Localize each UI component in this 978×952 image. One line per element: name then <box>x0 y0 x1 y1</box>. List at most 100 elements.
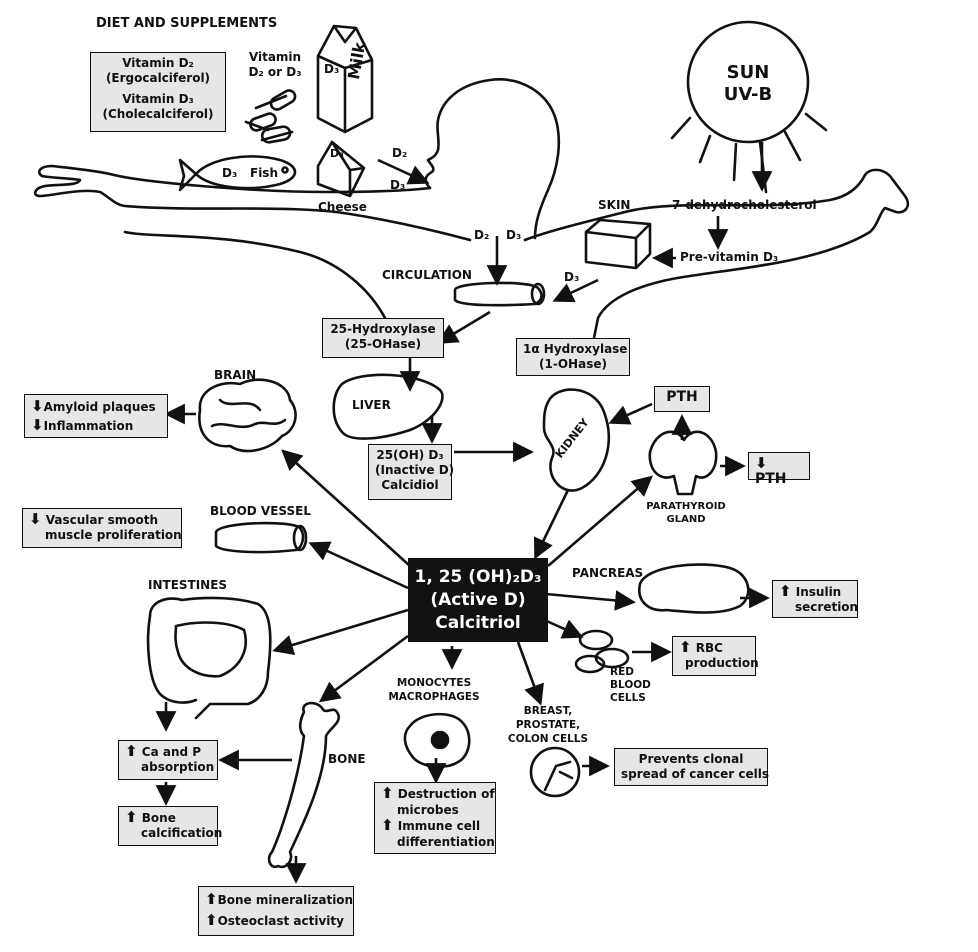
parathyroid-label: PARATHYROID GLAND <box>646 501 726 525</box>
muscle-proliferation-label: muscle proliferation <box>45 528 182 542</box>
down-arrow-icon: ⬇ <box>755 454 768 472</box>
calcification-box: ⬆ Bone calcification <box>118 806 222 846</box>
circulation-vessel-icon <box>453 281 543 307</box>
immune-cell-label: Immune cell <box>397 819 481 833</box>
fish-label: Fish <box>250 166 278 180</box>
fish-icon <box>178 155 297 192</box>
production-label: production <box>685 656 759 670</box>
hydroxylase-1-label: 1α Hydroxylase <box>523 342 628 356</box>
up-arrow-icon: ⬆ <box>205 890 218 908</box>
microbes-label: microbes <box>397 802 459 817</box>
down-arrow-icon: ⬇ <box>31 416 44 434</box>
bone-label-small: Bone <box>141 811 176 825</box>
up-arrow-icon: ⬆ <box>125 742 138 760</box>
destruction-label: Destruction of <box>397 787 495 801</box>
parathyroid-icon <box>648 430 718 496</box>
previtamin-d3-label: Pre-vitamin D₃ <box>680 250 779 264</box>
skin-label: SKIN <box>598 198 631 212</box>
up-arrow-icon: ⬆ <box>381 784 394 802</box>
rbc-effect-label: RBC <box>695 641 723 655</box>
body-outline <box>523 168 910 340</box>
milk-carton-icon <box>316 24 374 134</box>
circulation-d3-label: D₃ <box>506 228 522 242</box>
mineralization-label: Bone mineralization <box>217 893 354 907</box>
cheese-label: Cheese <box>318 200 367 214</box>
prevents-clonal-label: Prevents clonal <box>638 752 744 766</box>
arrow-center-to-bone <box>318 634 409 703</box>
circulation-d2-label: D₂ <box>474 228 490 242</box>
up-arrow-icon: ⬆ <box>125 808 138 826</box>
pancreas-icon <box>638 563 750 614</box>
diagram-title: DIET AND SUPPLEMENTS <box>96 16 278 31</box>
insulin-label: Insulin <box>795 585 842 599</box>
calcidiol-box: 25(OH) D₃ (Inactive D) Calcidiol <box>368 444 455 500</box>
macrophage-icon <box>403 712 471 769</box>
hydroxylase-25-box: 25-Hydroxylase (25-OHase) <box>322 318 444 358</box>
vessel-effects-box: ⬇ Vascular smooth muscle proliferation <box>22 508 182 548</box>
kidney-icon <box>542 388 610 492</box>
skin-d3-label: D₃ <box>564 270 580 284</box>
active-d-label: (Active D) <box>430 590 526 610</box>
pth-box: PTH <box>654 386 710 412</box>
amyloid-label: Amyloid plaques <box>43 400 156 414</box>
mouth-d3-label: D₃ <box>390 178 406 192</box>
calcitriol-formula: 1, 25 (OH)₂D₃ <box>414 567 542 587</box>
mouth-d2-label: D₂ <box>392 146 408 160</box>
inflammation-label: Inflammation <box>43 419 134 433</box>
cholecalciferol-label: (Cholecalciferol) <box>102 107 214 121</box>
up-arrow-icon: ⬆ <box>779 582 792 600</box>
differentiation-label: differentiation <box>397 834 495 849</box>
milk-d3-label: D₃ <box>324 62 340 76</box>
down-arrow-icon: ⬇ <box>29 510 42 528</box>
rbc-label: RED BLOOD CELLS <box>610 666 651 704</box>
vitamin-d3-label: Vitamin D₃ <box>122 92 194 106</box>
pth-result-box: ⬇ PTH <box>748 452 810 487</box>
cancer-effect-box: Prevents clonal spread of cancer cells <box>614 748 769 786</box>
immune-label: MONOCYTES MACROPHAGES <box>388 677 480 703</box>
absorption-label: absorption <box>141 760 215 774</box>
red-blood-cell-icon <box>578 629 614 651</box>
cancer-cells-label: BREAST, PROSTATE, COLON CELLS <box>507 705 589 745</box>
cancer-cell-icon <box>529 746 581 798</box>
hydroxylase-25-label: 25-Hydroxylase <box>330 322 436 336</box>
blood-vessel-icon <box>214 521 305 554</box>
osteoclast-label: Osteoclast activity <box>217 914 344 928</box>
arrow-center-to-brain <box>281 449 411 567</box>
arrow-kidney-to-center <box>534 489 570 560</box>
vitamin-d2-label: Vitamin D₂ <box>122 56 194 70</box>
arrow-pth-to-kidney <box>608 402 653 425</box>
inactive-d-label: (Inactive D) <box>375 463 455 477</box>
arrow-center-to-cancer <box>516 641 544 706</box>
up-arrow-icon: ⬆ <box>381 816 394 834</box>
vascular-label: Vascular smooth <box>45 513 159 527</box>
ca-p-label: Ca and P <box>141 745 202 759</box>
brain-label: BRAIN <box>214 368 257 382</box>
intestines-icon <box>146 596 272 720</box>
circulation-label: CIRCULATION <box>382 268 472 282</box>
arrow-center-to-pancreas <box>545 590 636 611</box>
hydroxylase-25-abbr: (25-OHase) <box>344 337 422 351</box>
pth-result-label: PTH <box>755 471 787 487</box>
secretion-label: secretion <box>795 600 859 614</box>
absorption-box: ⬆ Ca and P absorption <box>118 740 218 780</box>
dietary-vitamins-box: Vitamin D₂ (Ergocalciferol) Vitamin D₃ (… <box>90 52 226 132</box>
arrow-diet-to-mouth <box>377 158 430 185</box>
immune-effects-box: ⬆ Destruction of microbes ⬆ Immune cell … <box>374 782 496 854</box>
cheese-icon <box>316 140 366 198</box>
dehydrocholesterol-label: 7-dehydrocholesterol <box>672 198 817 212</box>
fish-d3-label: D₃ <box>222 166 238 180</box>
hydroxylase-1-box: 1α Hydroxylase (1-OHase) <box>516 338 630 376</box>
arrow-center-to-gland <box>547 475 653 567</box>
hydroxylase-1-abbr: (1-OHase) <box>539 357 607 371</box>
cheese-d3-label: D₃ <box>330 147 344 160</box>
arrow-circulation-to-liver <box>436 310 491 345</box>
rbc-effect-box: ⬆ RBC production <box>672 636 759 676</box>
bone-effects-box: ⬆Bone mineralization ⬆Osteoclast activit… <box>198 886 354 936</box>
brain-effects-box: ⬇Amyloid plaques ⬇Inflammation <box>24 394 168 438</box>
up-arrow-icon: ⬆ <box>679 638 692 656</box>
calcitriol-label: Calcitriol <box>435 613 521 633</box>
calcitriol-box: 1, 25 (OH)₂D₃ (Active D) Calcitriol <box>408 558 548 642</box>
pancreas-label: PANCREAS <box>572 566 644 580</box>
